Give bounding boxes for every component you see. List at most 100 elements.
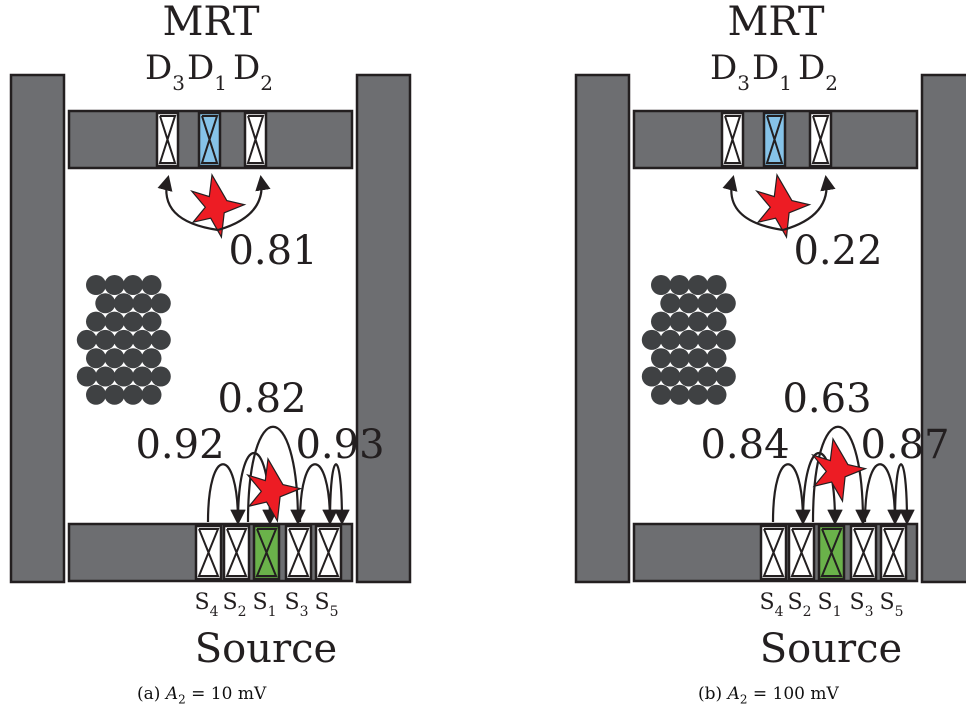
rod: [697, 293, 718, 314]
source-arrow-2-icon: [811, 425, 871, 526]
source-coupling-center-value: 0.63: [782, 376, 871, 422]
rod-bundle: [641, 275, 736, 405]
coil-cross: [200, 115, 219, 164]
rod: [95, 293, 116, 314]
rod: [132, 329, 153, 350]
rod: [688, 348, 708, 369]
right-wall: [920, 73, 966, 584]
detector-coupling-value: 0.81: [228, 228, 317, 274]
rod: [660, 293, 681, 314]
rod: [104, 275, 125, 295]
rod: [697, 329, 718, 350]
detector-coil-d3: [720, 111, 745, 168]
rod: [678, 366, 699, 387]
rod: [76, 329, 97, 350]
source-label-s4: S4: [760, 590, 784, 620]
caption-variable-subscript: 2: [739, 692, 748, 707]
source-label-s1: S1: [253, 590, 277, 620]
coil-cross: [225, 528, 248, 577]
source-star-icon: [811, 437, 868, 504]
rod: [113, 366, 134, 387]
caption-variable: A: [727, 684, 740, 704]
rod: [132, 366, 153, 387]
rod: [669, 275, 690, 295]
caption-value: = 100 mV: [752, 684, 839, 704]
coil-cross: [287, 528, 310, 577]
rod: [123, 384, 143, 405]
coil-box: [194, 524, 223, 581]
source-coil-s5: [314, 524, 343, 581]
source-arrow-3-icon: [298, 463, 338, 526]
rod: [669, 311, 690, 332]
coil-cross: [820, 528, 843, 577]
rod: [688, 311, 708, 332]
rod: [86, 384, 106, 405]
source-coil-s5: [879, 524, 908, 581]
source-title: Source: [760, 626, 902, 672]
detector-label-d2: D2: [798, 48, 838, 95]
rod: [104, 384, 125, 405]
rod: [715, 329, 736, 350]
source-coupling-center-value: 0.82: [217, 376, 306, 422]
mrt-title: MRT: [727, 0, 824, 45]
source-coil-s2: [222, 524, 251, 581]
rod: [123, 311, 143, 332]
source-label-s3: S3: [285, 590, 309, 620]
source-label-s5: S5: [315, 590, 339, 620]
rod: [651, 275, 671, 295]
rod: [150, 329, 171, 350]
rod: [123, 275, 143, 295]
rod: [113, 293, 134, 314]
detector-arrow-left-icon: [722, 175, 784, 232]
caption-variable: A: [165, 684, 179, 704]
rod: [706, 348, 727, 369]
rod: [641, 329, 662, 350]
rod: [150, 366, 171, 387]
detector-label-d2: D2: [233, 48, 273, 95]
source-label-s2: S2: [788, 590, 812, 620]
source-coupling-right-value: 0.93: [295, 422, 384, 468]
rod: [76, 366, 97, 387]
source-coil-s2: [787, 524, 816, 581]
rod: [678, 329, 699, 350]
detector-arrow-right-icon: [782, 174, 836, 232]
rod: [688, 384, 708, 405]
detector-coupling-value: 0.22: [793, 228, 882, 274]
coil-cross: [317, 528, 340, 577]
coil-cross: [723, 115, 742, 164]
caption-value: = 10 mV: [191, 684, 267, 704]
detector-star-icon: [190, 173, 247, 239]
coil-cross: [762, 528, 785, 577]
source-arrow-4-icon: [328, 463, 350, 526]
source-coil-s1: [817, 524, 846, 581]
rod: [678, 293, 699, 314]
detector-label-d1: D1: [752, 48, 792, 95]
source-label-s3: S3: [850, 590, 874, 620]
coil-cross: [255, 528, 278, 577]
rod: [95, 366, 116, 387]
source-arrow-0-icon: [771, 463, 811, 526]
source-label-s5: S5: [880, 590, 904, 620]
rod: [706, 275, 727, 295]
detector-coil-d2: [808, 111, 833, 168]
caption-b: (b) A2 = 100 mV: [698, 684, 839, 706]
source-title: Source: [195, 626, 337, 672]
detector-label-d3: D3: [145, 48, 185, 95]
rod: [141, 311, 162, 332]
coil-cross: [852, 528, 875, 577]
rod: [113, 329, 134, 350]
rod: [669, 348, 690, 369]
detector-coil-d1: [762, 111, 787, 168]
source-coupling-right-value: 0.87: [860, 422, 949, 468]
rod-bundle: [76, 275, 171, 405]
rod: [150, 293, 171, 314]
mrt-title: MRT: [162, 0, 259, 45]
rod: [141, 275, 162, 295]
detector-star-icon: [755, 173, 812, 239]
rod: [132, 293, 153, 314]
rod: [86, 311, 106, 332]
rod: [706, 311, 727, 332]
